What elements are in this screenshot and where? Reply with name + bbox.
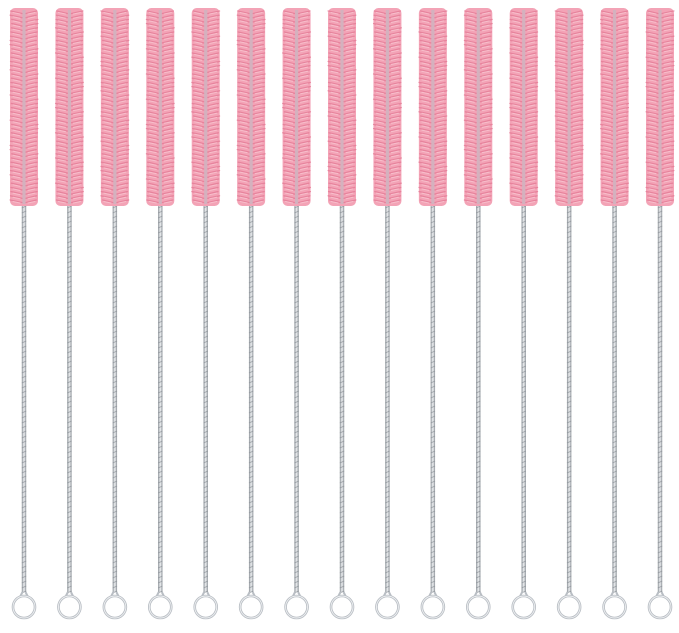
wire-twist [385, 205, 390, 594]
brush [54, 8, 84, 620]
wire-twist [248, 205, 254, 594]
bristle-head [509, 8, 539, 206]
brush [191, 8, 221, 620]
brush [509, 8, 539, 620]
brush-row [9, 8, 675, 620]
brush [282, 8, 312, 620]
wire-twist [294, 205, 299, 594]
bristle-head [9, 8, 39, 206]
brush [327, 8, 357, 620]
bristle-head [54, 8, 84, 206]
wire-twist [203, 205, 209, 594]
brush [554, 8, 584, 620]
wire-twist [430, 205, 436, 594]
bristle-head [327, 8, 357, 206]
bristle-head [600, 8, 630, 206]
wire-twist [67, 205, 72, 594]
wire-twist [339, 205, 345, 594]
bristle-head [145, 8, 175, 206]
brush [236, 8, 266, 620]
brush [645, 8, 675, 620]
wire-twist [612, 205, 617, 594]
wire-twist [566, 205, 572, 594]
bristle-head [645, 8, 675, 206]
wire-twist [657, 205, 663, 594]
wire-twist [112, 205, 118, 594]
bristle-head [463, 8, 493, 206]
brush [463, 8, 493, 620]
bristle-head [554, 8, 584, 206]
brush [9, 8, 39, 620]
brush [372, 8, 402, 620]
brush [100, 8, 130, 620]
bristle-head [236, 8, 266, 206]
bristle-head [418, 8, 448, 206]
bristle-head [100, 8, 130, 206]
brush [600, 8, 630, 620]
wire-twist [521, 205, 527, 594]
bristle-head [191, 8, 221, 206]
brush [418, 8, 448, 620]
wire-twist [157, 205, 163, 594]
wire-twist [475, 205, 481, 594]
bristle-head [372, 8, 402, 206]
bristle-head [282, 8, 312, 206]
brush [145, 8, 175, 620]
wire-twist [21, 205, 27, 594]
